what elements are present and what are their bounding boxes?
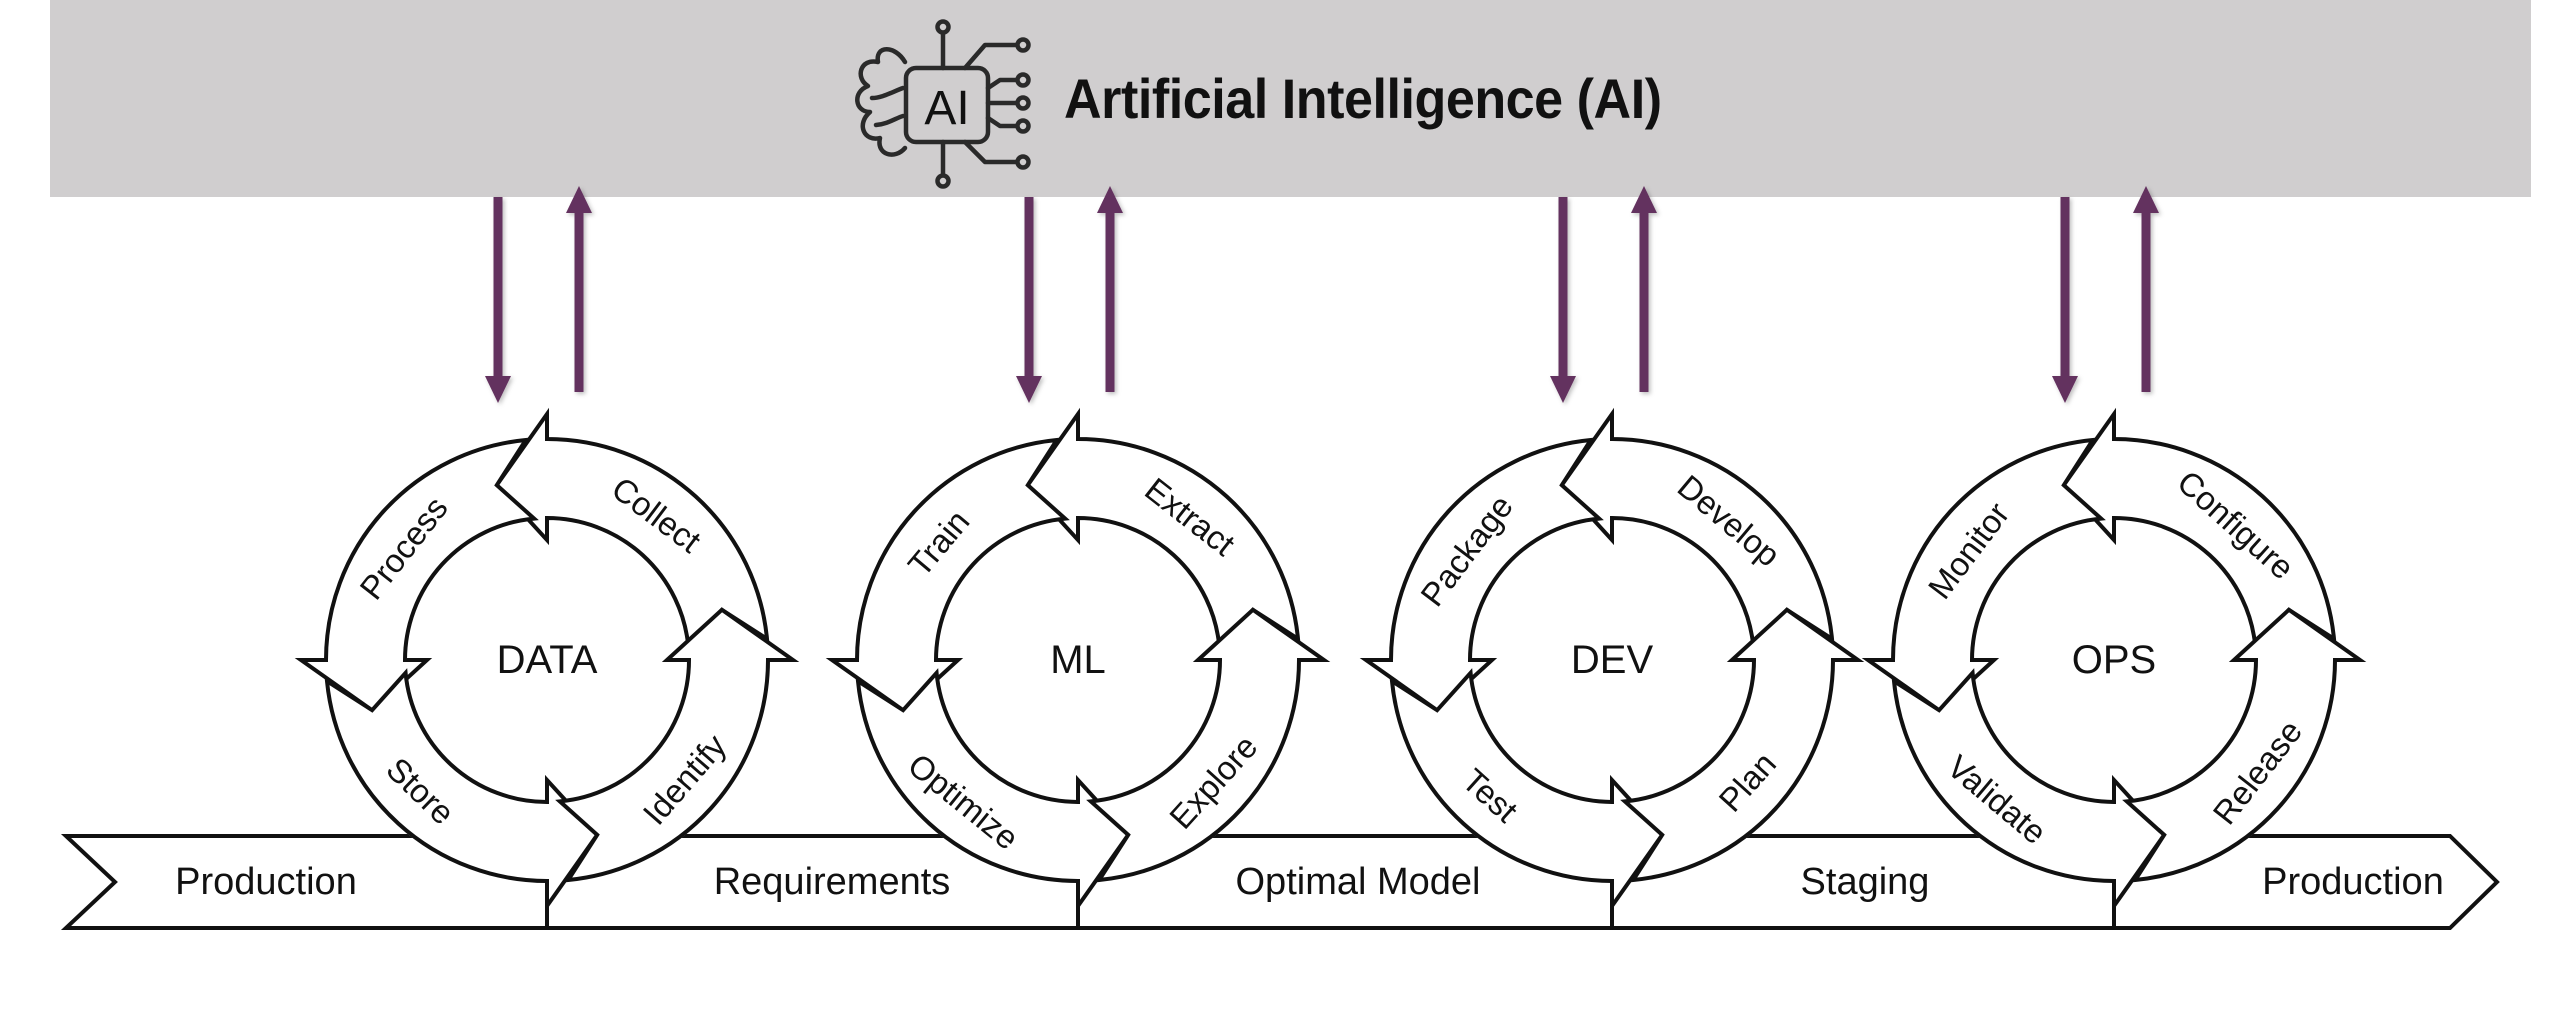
pipeline-segment-requirements: Requirements: [714, 861, 951, 903]
arrow-up-dev: [1631, 186, 1657, 392]
cycle-arrow-train: [825, 437, 1070, 713]
pipeline-segment-production: Production: [2262, 861, 2444, 903]
arrow-down-data: [485, 197, 511, 403]
pipeline-segment-staging: Staging: [1801, 861, 1930, 903]
ai-brain-chip-icon: AI: [855, 19, 1031, 189]
cycle-arrow-explore: [1086, 607, 1331, 883]
cycle-arrow-store: [324, 668, 600, 913]
arrow-up-ml: [1097, 186, 1123, 392]
cycle-title-data: DATA: [497, 638, 598, 682]
ai-icon-text: AI: [924, 82, 969, 135]
cycle-arrow-package: [1359, 437, 1604, 713]
header-title: Artificial Intelligence (AI): [1064, 67, 1662, 130]
pipeline-band-shape: [60, 834, 2500, 930]
arrow-down-ml: [1016, 197, 1042, 403]
cycle-arrow-plan: [1620, 607, 1865, 883]
cycle-title-ml: ML: [1050, 638, 1106, 682]
cycle-arrow-release: [2122, 607, 2367, 883]
arrow-up-ops: [2133, 186, 2159, 392]
cycle-arrow-test: [1389, 668, 1665, 913]
arrow-down-dev: [1550, 197, 1576, 403]
cycle-arrow-extract: [1025, 407, 1301, 652]
cycle-arrow-develop: [1559, 407, 1835, 652]
cycle-title-ops: OPS: [2072, 638, 2156, 682]
cycle-arrow-monitor: [1861, 437, 2106, 713]
pipeline-band: [60, 834, 2500, 930]
arrow-up-data: [566, 186, 592, 392]
cycle-arrow-identify: [555, 607, 800, 883]
cycle-arrow-collect: [494, 407, 770, 652]
cycle-title-dev: DEV: [1571, 638, 1654, 682]
ai-header-band: [50, 0, 2531, 197]
pipeline-segment-production: Production: [175, 861, 357, 903]
cycle-arrow-validate: [1891, 668, 2167, 913]
cycle-arrow-process: [294, 437, 539, 713]
cycle-arrow-configure: [2061, 407, 2337, 652]
ai-connectors: [485, 186, 2159, 403]
arrow-down-ops: [2052, 197, 2078, 403]
cycle-arrow-optimize: [855, 668, 1131, 913]
pipeline-segment-optimal-model: Optimal Model: [1236, 861, 1481, 903]
